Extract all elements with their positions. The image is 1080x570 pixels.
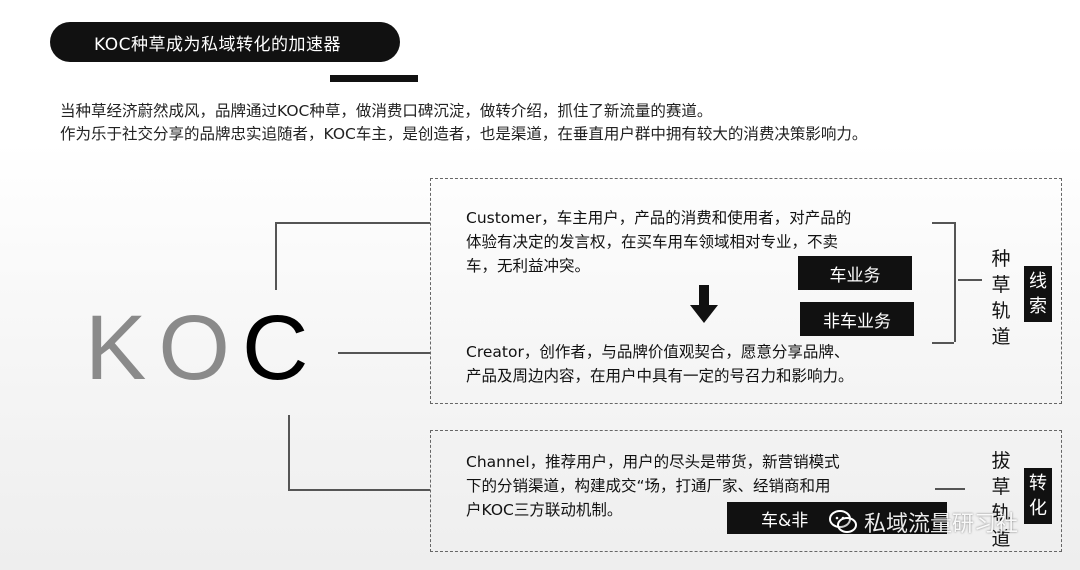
connector-top-vertical: [275, 222, 277, 290]
channel-description: Channel，推荐用户，用户的尽头是带货，新营销模式 下的分销渠道，构建成交“…: [466, 450, 840, 522]
pulling-char-2: 草: [991, 476, 1011, 498]
lead-char-2: 索: [1029, 296, 1047, 317]
lead-char-1: 线: [1029, 271, 1047, 292]
bracket-top: [932, 222, 954, 224]
bracket-to-track: [958, 279, 982, 281]
koc-letter-o: O: [158, 297, 242, 399]
intro-line-2: 作为乐于社交分享的品牌忠实追随者，KOC车主，是创造者，也是渠道，在垂直用户群中…: [60, 125, 868, 143]
lead-badge: 线 索: [1024, 266, 1052, 322]
watermark-text: 私域流量研习社: [864, 512, 1019, 537]
title-banner: KOC种草成为私域转化的加速器: [50, 22, 400, 62]
channel-line-2: 下的分销渠道，构建成交“场，打通厂家、经销商和用: [466, 477, 831, 495]
connector-top-horizontal: [275, 222, 430, 224]
intro-text: 当种草经济蔚然成风，品牌通过KOC种草，做消费口碑沉淀，做转介绍，抓住了新流量的…: [60, 100, 867, 146]
arrow-down-icon: [690, 285, 718, 323]
creator-line-2: 产品及周边内容，在用户中具有一定的号召力和影响力。: [466, 367, 854, 385]
creator-line-1: Creator，创作者，与品牌价值观契合，愿意分享品牌、: [466, 343, 850, 361]
bracket-vertical: [954, 222, 956, 342]
wechat-icon: [829, 510, 857, 533]
channel-to-track: [935, 488, 965, 490]
non-car-business-label: 非车业务: [823, 311, 891, 332]
non-car-business-tag: 非车业务: [800, 302, 914, 336]
customer-creator-box: [430, 178, 1062, 404]
connector-bottom-vertical: [288, 415, 290, 490]
seeding-char-1: 种: [991, 248, 1011, 270]
customer-line-3: 车，无利益冲突。: [466, 257, 591, 275]
pulling-char-3: 轨: [991, 502, 1011, 524]
conversion-char-1: 转: [1029, 473, 1047, 494]
car-and-non-label: 车&非: [761, 510, 809, 531]
page-title: KOC种草成为私域转化的加速器: [94, 34, 341, 55]
pulling-char-4: 道: [991, 528, 1011, 550]
customer-description: Customer，车主用户，产品的消费和使用者，对产品的 体验有决定的发言权，在…: [466, 206, 851, 278]
seeding-char-4: 道: [991, 326, 1011, 348]
conversion-badge: 转 化: [1024, 468, 1052, 524]
channel-line-1: Channel，推荐用户，用户的尽头是带货，新营销模式: [466, 453, 840, 471]
car-business-tag: 车业务: [798, 256, 912, 290]
connector-bottom-horizontal: [288, 489, 430, 491]
seeding-track-label: 种 草 轨 道: [990, 246, 1012, 350]
seeding-char-2: 草: [991, 274, 1011, 296]
customer-line-2: 体验有决定的发言权，在买车用车领域相对专业，不卖: [466, 233, 839, 251]
pulling-track-label: 拔 草 轨 道: [990, 448, 1012, 552]
seeding-char-3: 轨: [991, 300, 1011, 322]
conversion-char-2: 化: [1029, 498, 1047, 519]
koc-logo: KOC: [85, 298, 320, 398]
car-business-label: 车业务: [829, 265, 881, 286]
channel-line-3: 户KOC三方联动机制。: [466, 501, 623, 519]
pulling-char-1: 拔: [991, 450, 1011, 472]
connector-middle: [338, 352, 430, 354]
customer-line-1: Customer，车主用户，产品的消费和使用者，对产品的: [466, 209, 852, 227]
creator-description: Creator，创作者，与品牌价值观契合，愿意分享品牌、 产品及周边内容，在用户…: [466, 340, 854, 388]
channel-box: [430, 430, 1062, 552]
koc-letter-k: K: [85, 297, 159, 399]
koc-letter-c: C: [241, 297, 321, 399]
watermark: 私域流量研习社: [828, 506, 1018, 538]
intro-line-1: 当种草经济蔚然成风，品牌通过KOC种草，做消费口碑沉淀，做转介绍，抓住了新流量的…: [60, 102, 713, 120]
title-underline: [330, 75, 418, 82]
bracket-bottom: [932, 342, 954, 344]
